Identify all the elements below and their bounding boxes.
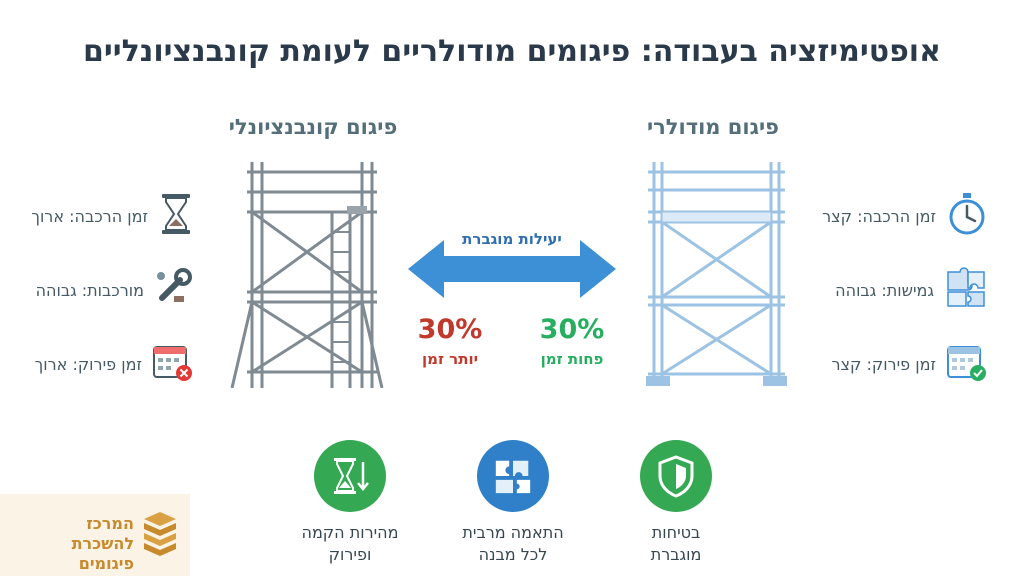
wrench-icon — [154, 268, 194, 312]
benefit-adaptability: התאמה מרבית לכל מבנה — [433, 440, 593, 566]
hourglass-icon — [158, 192, 194, 240]
calendar-check-icon — [946, 341, 988, 387]
calendar-x-icon — [152, 341, 194, 387]
benefit-adaptability-label: התאמה מרבית לכל מבנה — [462, 523, 564, 564]
modular-stat-value: 30% — [539, 314, 605, 345]
puzzle-icon — [477, 440, 549, 512]
modular-rows: זמן הרכבה: קצר גמישות: גבוהה זמן פירוק: … — [822, 190, 988, 390]
modular-dismantle-label: זמן פירוק: קצר — [831, 354, 936, 374]
conventional-complexity-label: מורכבות: גבוהה — [35, 280, 144, 300]
logo-stack-icon — [144, 512, 176, 556]
conventional-assembly-label: זמן הרכבה: ארוך — [31, 206, 148, 226]
logo-line1: המרכז — [86, 514, 134, 533]
page-title: אופטימיזציה בעבודה: פיגומים מודולריים לע… — [83, 34, 941, 69]
stopwatch-icon — [946, 192, 988, 240]
conventional-stat-label: יותר זמן — [421, 350, 479, 368]
logo-line2: להשכרת פיגומים — [71, 534, 134, 573]
modular-row-dismantle: זמן פירוק: קצר — [822, 338, 988, 390]
conventional-scaffold-illustration — [230, 162, 384, 388]
conventional-stat-value: 30% — [417, 314, 483, 345]
efficiency-double-arrow — [408, 240, 616, 298]
modular-row-flexibility: גמישות: גבוהה — [822, 264, 988, 316]
modular-scaffold-illustration — [646, 162, 787, 386]
arrow-label: יעילות מוגברת — [462, 230, 562, 248]
modular-row-assembly: זמן הרכבה: קצר — [822, 190, 988, 242]
hourglass-arrow-icon — [314, 440, 386, 512]
modular-assembly-label: זמן הרכבה: קצר — [822, 206, 936, 226]
shield-icon — [640, 440, 712, 512]
benefit-safety: בטיחות מוגברת — [596, 440, 756, 566]
conventional-rows: זמן הרכבה: ארוך מורכבות: גבוהה — [31, 190, 194, 390]
conventional-dismantle-label: זמן פירוק: ארוך — [34, 354, 142, 374]
modular-flexibility-label: גמישות: גבוהה — [835, 280, 934, 300]
benefit-speed-label: מהירות הקמה ופירוק — [301, 523, 399, 564]
conventional-row-dismantle: זמן פירוק: ארוך — [31, 338, 194, 390]
conventional-row-assembly: זמן הרכבה: ארוך — [31, 190, 194, 242]
conventional-row-complexity: מורכבות: גבוהה — [31, 264, 194, 316]
benefit-safety-label: בטיחות מוגברת — [650, 523, 702, 564]
benefit-speed: מהירות הקמה ופירוק — [270, 440, 430, 566]
conventional-title: פיגום קונבנציונלי — [228, 115, 398, 139]
puzzle-icon — [944, 266, 988, 314]
modular-stat-label: פחות זמן — [540, 350, 604, 368]
modular-title: פיגום מודולרי — [646, 115, 779, 139]
company-logo: המרכז להשכרת פיגומים — [0, 494, 190, 576]
